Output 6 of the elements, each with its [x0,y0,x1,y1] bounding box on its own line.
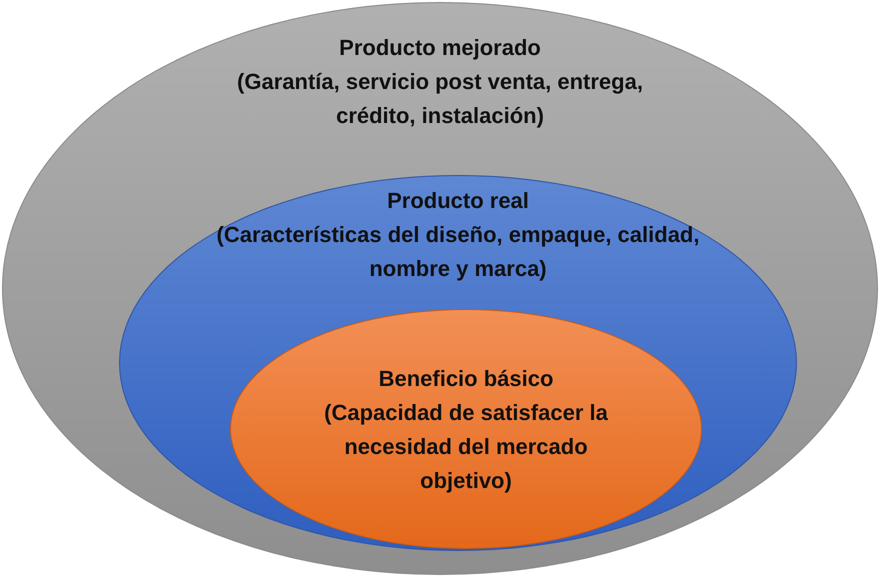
description-text: (Características del diseño, empaque, calidad, nombre y marca) [216,221,700,283]
description-text: (Garantía, servicio post venta, entrega, crédito, instalación) [236,68,644,130]
heading-text: Producto real [387,187,529,215]
heading-text: Beneficio básico [378,365,554,393]
heading-text: Producto mejorado [339,34,541,62]
description-text: (Capacidad de satisfacer la necesidad del mercado objetivo) [323,399,609,495]
